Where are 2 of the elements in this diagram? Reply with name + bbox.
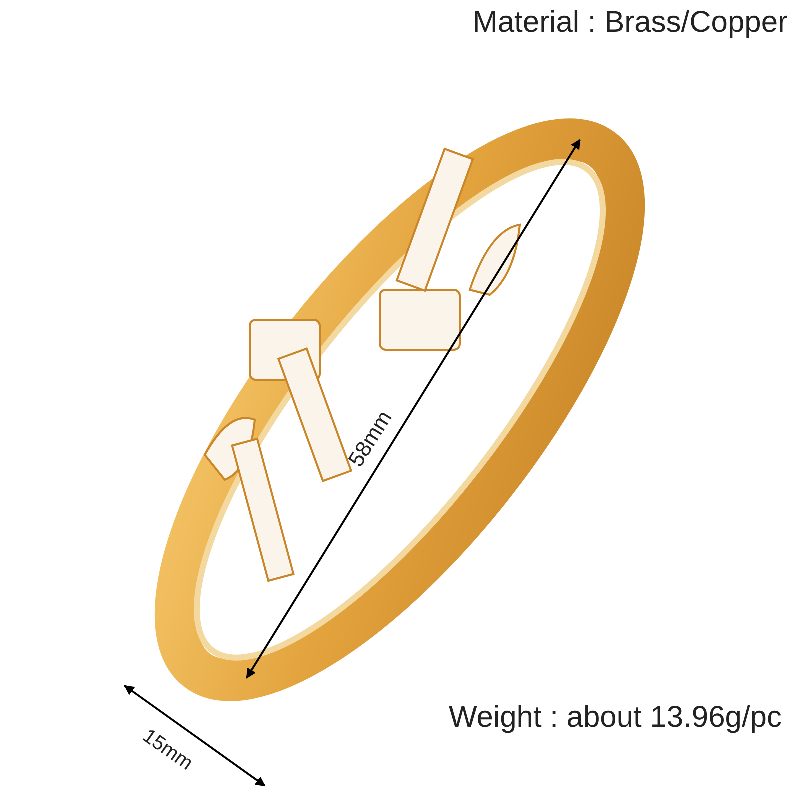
spec-note: Weight : about 13.96g/pc [448,703,782,733]
spec-note: Material : Brass/Copper [472,8,788,38]
